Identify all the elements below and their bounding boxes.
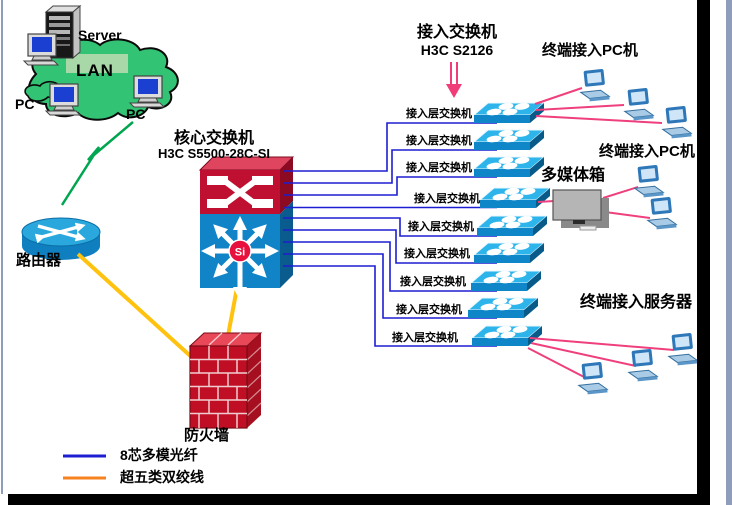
router-label: 路由器	[16, 252, 62, 269]
access-switch-label: 接入层交换机	[406, 162, 472, 174]
access-switch-label: 接入层交换机	[406, 108, 472, 120]
multimedia-label: 多媒体箱	[541, 167, 606, 184]
arrow-down-icon	[446, 62, 462, 98]
access-switch-label: 接入层交换机	[404, 248, 470, 260]
left-border-strip	[1, 0, 3, 494]
mid-pcs-label: 终端接入PC机	[599, 143, 695, 160]
access-switch-icon	[473, 241, 545, 264]
access-header-title: 接入交换机	[416, 24, 497, 41]
access-switch-label: 接入层交换机	[396, 304, 462, 316]
legend-fiber-label: 8芯多模光纤	[120, 447, 198, 463]
pc-icon	[645, 196, 678, 231]
access-switch-label: 接入层交换机	[400, 276, 466, 288]
cloud-highlight	[66, 54, 128, 73]
access-header-model: H3C S2126	[420, 42, 494, 58]
firewall-label: 防火墙	[184, 427, 230, 444]
access-switch-label: 接入层交换机	[408, 221, 474, 233]
pc-icon	[578, 68, 611, 103]
access-switch-icon	[473, 128, 545, 151]
pc-label: PC	[15, 96, 35, 112]
access-switch-label: 接入层交换机	[414, 193, 480, 205]
pc-icon	[576, 361, 609, 396]
access-switch-icon	[476, 214, 548, 237]
pc-icon	[622, 87, 655, 122]
access-switch-label: 接入层交换机	[392, 332, 458, 344]
server-label: Server	[78, 27, 122, 43]
si-badge	[228, 239, 252, 263]
access-switch-icon	[473, 101, 545, 124]
right-shadow-band	[697, 0, 710, 505]
multimedia-box-icon	[552, 189, 609, 231]
pc-icon	[632, 164, 665, 199]
pc-icon	[660, 105, 693, 140]
lan-label: LAN	[76, 61, 114, 80]
core-switch-title: 核心交换机	[173, 130, 254, 147]
access-switch-icon	[473, 155, 545, 178]
firewall-icon	[188, 332, 263, 429]
bottom-shadow-band	[8, 494, 710, 505]
firewall-link-line	[76, 252, 199, 364]
servers-label: 终端接入服务器	[580, 294, 693, 311]
router-icon	[21, 217, 101, 260]
lan-zigzag-line	[60, 121, 134, 206]
top-pcs-label: 终端接入PC机	[542, 42, 638, 59]
access-switch-label: 接入层交换机	[406, 135, 472, 147]
core-switch-icon: Si	[198, 156, 295, 301]
access-switch-icon	[470, 269, 542, 292]
fiber-lines	[283, 122, 497, 347]
right-border-strip	[726, 0, 732, 505]
pc-label: PC	[126, 106, 146, 122]
core-switch-model: H3C S5500-28C-SI	[158, 146, 270, 161]
access-switch-icon	[479, 186, 551, 209]
pc-link-lines	[527, 87, 675, 379]
legend-utp-label: 超五类双绞线	[120, 469, 204, 485]
access-switch-icon	[467, 296, 539, 319]
si-badge-text: Si	[235, 247, 245, 259]
